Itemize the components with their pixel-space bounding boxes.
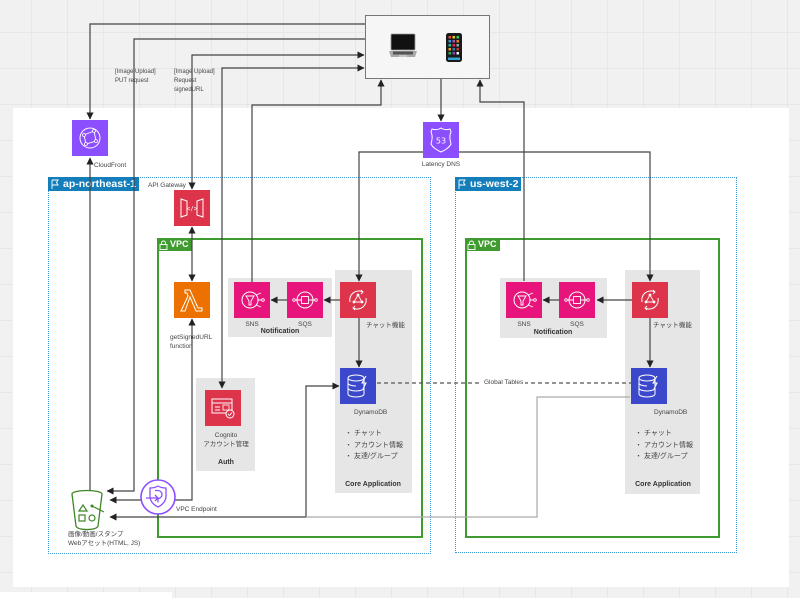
- vpc-endpoint-label: VPC Endpoint: [176, 506, 217, 513]
- dynamodb-icon: [638, 374, 658, 398]
- notification-group-title-left: Notification: [260, 328, 300, 335]
- lambda-label: getSignedURL function: [170, 333, 212, 351]
- api-gateway-label: API Gateway: [148, 182, 186, 189]
- region-name: us-west-2: [470, 178, 519, 190]
- lambda-label-line: getSignedURL: [170, 334, 213, 341]
- lock-icon: [159, 240, 168, 250]
- annotation-line: [Image Upload]: [115, 69, 156, 75]
- cognito-label: Cognito アカウント管理: [203, 431, 249, 449]
- connector-dynamodb-left-s3: [109, 382, 340, 521]
- route53-icon: 53: [430, 127, 452, 153]
- cognito-label-line: Cognito: [214, 432, 238, 439]
- sqs-icon: [292, 291, 318, 309]
- sns-service-right[interactable]: [506, 282, 542, 318]
- vpc-label-left: VPC: [157, 238, 192, 251]
- lambda-icon: [180, 289, 203, 312]
- dynamodb-item: ・ アカウント情報: [635, 441, 693, 449]
- dynamodb-item: ・ チャット: [345, 430, 382, 437]
- connector-dynamodb-right-s3: [306, 396, 630, 518]
- s3-label-line: Webアセット(HTML, JS): [68, 540, 141, 547]
- connector-sns-left-to-client: [251, 79, 385, 282]
- vpc-endpoint-icon[interactable]: [139, 478, 177, 516]
- vpc-text: VPC: [170, 239, 189, 249]
- cognito-label-line: アカウント管理: [203, 441, 249, 448]
- api-gateway-service[interactable]: </>: [174, 190, 210, 226]
- chat-service-left[interactable]: [340, 282, 376, 318]
- annotation-line: Request: [174, 78, 197, 84]
- dynamodb-icon: [347, 374, 367, 398]
- cloudfront-label: CloudFront: [94, 162, 127, 169]
- sqs-service-right[interactable]: [559, 282, 595, 318]
- connector-sns-right-to-client: [476, 79, 525, 281]
- laptop-icon: [389, 33, 417, 57]
- cognito-service[interactable]: [205, 390, 241, 426]
- sns-label-left: SNS: [245, 321, 259, 328]
- route53-badge-text: 53: [436, 137, 446, 146]
- cognito-icon: [211, 398, 235, 419]
- vpc-label-right: VPC: [465, 238, 500, 251]
- annotation-line: signedURL: [174, 87, 204, 93]
- chat-label-right: チャット機能: [653, 322, 692, 329]
- dynamodb-service-left[interactable]: [340, 368, 376, 404]
- cloudfront-service[interactable]: [72, 120, 108, 156]
- lambda-service[interactable]: [174, 282, 210, 318]
- canvas-footer: [0, 592, 172, 598]
- lambda-label-line: function: [170, 343, 193, 350]
- lock-icon: [467, 240, 476, 250]
- smartphone-icon: [446, 33, 462, 62]
- region-us-west-2: [455, 177, 737, 553]
- notification-group-title-right: Notification: [533, 329, 573, 336]
- svg-text:</>: </>: [187, 206, 198, 213]
- cloudfront-icon: [79, 127, 101, 149]
- dynamodb-item: ・ アカウント情報: [345, 441, 403, 449]
- sns-icon: [513, 291, 537, 309]
- core-group-title-right: Core Application: [635, 481, 691, 488]
- sqs-label-right: SQS: [570, 321, 584, 328]
- connector-route53-to-chat-left: [355, 151, 423, 282]
- connector-signed-url-request: [188, 51, 365, 190]
- dynamodb-item: ・ 友達/グループ: [345, 453, 398, 460]
- vpc-text: VPC: [478, 239, 497, 249]
- global-tables-label: Global Tables: [482, 378, 526, 387]
- region-name: ap-northeast-1: [63, 178, 136, 190]
- appsync-chat-icon: [349, 289, 367, 311]
- core-group-title-left: Core Application: [345, 481, 401, 488]
- api-gateway-icon: </>: [180, 198, 204, 218]
- dynamodb-label-left: DynamoDB: [354, 409, 388, 416]
- dynamodb-service-right[interactable]: [631, 368, 667, 404]
- auth-group-title: Auth: [218, 459, 234, 466]
- sns-icon: [241, 291, 265, 309]
- connector-cognito-client: [218, 64, 365, 389]
- s3-bucket-icon[interactable]: [70, 489, 110, 531]
- sqs-icon: [564, 291, 590, 309]
- connector-client-to-cloudfront: [86, 23, 365, 120]
- dynamodb-item: ・ チャット: [635, 430, 672, 437]
- client-devices-box: [365, 15, 490, 79]
- s3-label: 画像/動画/スタンプ Webアセット(HTML, JS): [68, 530, 140, 548]
- chat-label-left: チャット機能: [366, 322, 405, 329]
- dynamodb-label-right: DynamoDB: [654, 409, 688, 416]
- route53-service[interactable]: 53: [423, 122, 459, 158]
- annotation-signed-url: [Image Upload] Request signedURL: [174, 68, 215, 95]
- vpc-right: [465, 238, 720, 538]
- annotation-put-request: [Image Upload] PUT request: [115, 68, 156, 86]
- sns-service-left[interactable]: [234, 282, 270, 318]
- dynamodb-items-right: ・ チャット ・ アカウント情報 ・ 友達/グループ: [635, 428, 693, 463]
- annotation-line: PUT request: [115, 78, 149, 84]
- s3-label-line: 画像/動画/スタンプ: [68, 531, 124, 538]
- chat-service-right[interactable]: [632, 282, 668, 318]
- connector-route53-to-chat-right: [459, 151, 654, 282]
- flag-icon: [51, 179, 59, 189]
- dynamodb-items-left: ・ チャット ・ アカウント情報 ・ 友達/グループ: [345, 428, 403, 463]
- appsync-chat-icon: [641, 289, 659, 311]
- dynamodb-item: ・ 友達/グループ: [635, 453, 688, 460]
- region-label-ap-northeast-1: ap-northeast-1: [48, 177, 139, 191]
- annotation-line: [Image Upload]: [174, 69, 215, 75]
- sns-label-right: SNS: [517, 321, 531, 328]
- flag-icon: [458, 179, 466, 189]
- route53-label: Latency DNS: [421, 161, 461, 168]
- sqs-service-left[interactable]: [287, 282, 323, 318]
- region-label-us-west-2: us-west-2: [455, 177, 522, 191]
- sqs-label-left: SQS: [298, 321, 312, 328]
